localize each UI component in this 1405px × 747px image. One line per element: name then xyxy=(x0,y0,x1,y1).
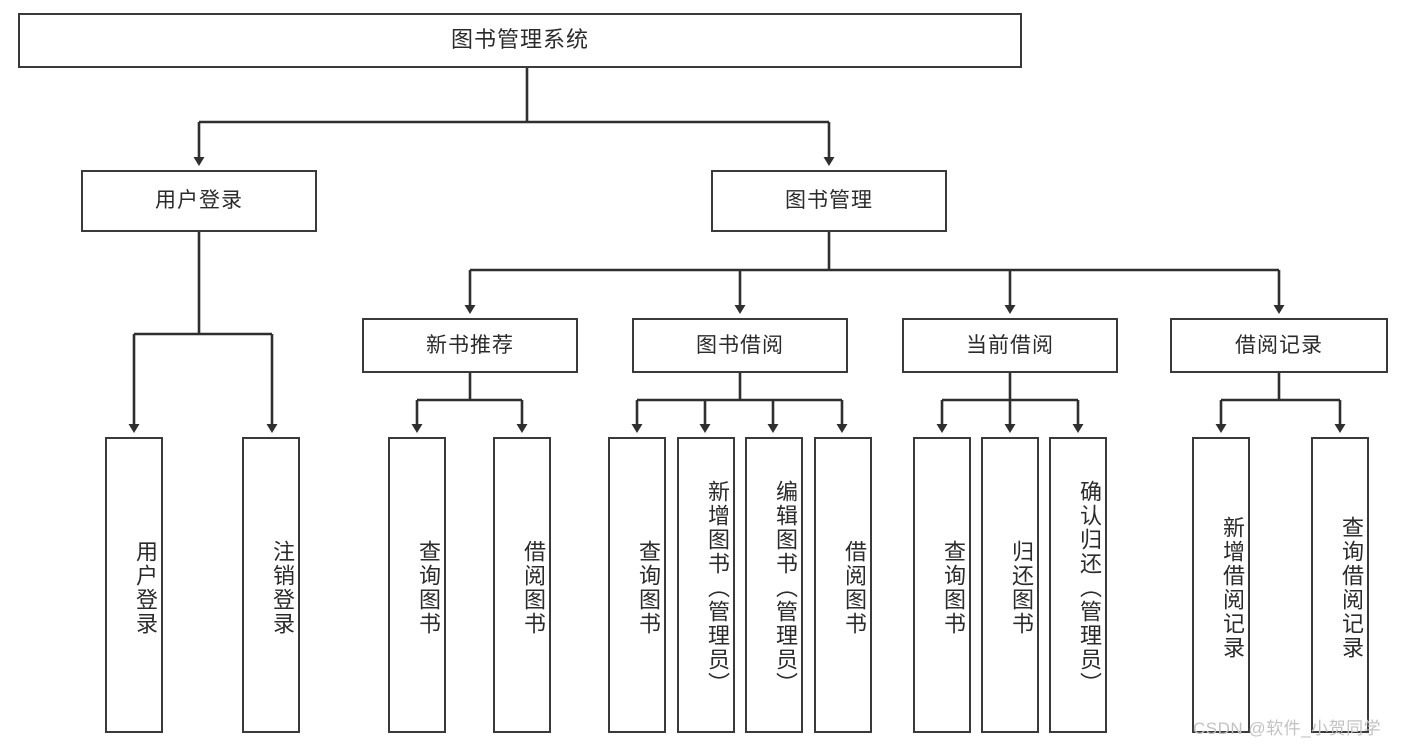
node-book-management[interactable]: 图书管理 xyxy=(711,170,947,232)
node-root-system[interactable]: 图书管理系统 xyxy=(18,13,1022,68)
leaf-edit-book-admin[interactable]: 编辑图书（管理员） xyxy=(745,437,803,733)
leaf-label: 借阅图书 xyxy=(521,540,546,636)
leaf-borrow-book-recommend[interactable]: 借阅图书 xyxy=(493,437,551,733)
leaf-logout[interactable]: 注销登录 xyxy=(242,437,300,733)
leaf-return-book[interactable]: 归还图书 xyxy=(981,437,1039,733)
leaf-label: 查询借阅记录 xyxy=(1339,516,1364,660)
leaf-add-borrow-record[interactable]: 新增借阅记录 xyxy=(1192,437,1250,733)
leaf-label: 查询图书 xyxy=(941,540,966,636)
leaf-query-book-borrow[interactable]: 查询图书 xyxy=(608,437,666,733)
watermark-csdn: CSDN @软件_小贺同学 xyxy=(1193,719,1382,738)
leaf-label: 新增图书（管理员） xyxy=(705,480,730,696)
leaf-label: 确认归还（管理员） xyxy=(1077,480,1102,696)
leaf-label: 编辑图书（管理员） xyxy=(773,480,798,696)
leaf-label: 新增借阅记录 xyxy=(1220,516,1245,660)
leaf-label: 归还图书 xyxy=(1009,540,1034,636)
leaf-confirm-return-admin[interactable]: 确认归还（管理员） xyxy=(1049,437,1107,733)
leaf-label: 注销登录 xyxy=(270,540,295,636)
leaf-query-borrow-record[interactable]: 查询借阅记录 xyxy=(1311,437,1369,733)
leaf-label: 查询图书 xyxy=(416,540,441,636)
leaf-label: 查询图书 xyxy=(636,540,661,636)
node-current-borrow[interactable]: 当前借阅 xyxy=(902,318,1118,373)
node-book-borrow[interactable]: 图书借阅 xyxy=(632,318,848,373)
node-user-login[interactable]: 用户登录 xyxy=(81,170,317,232)
leaf-add-book-admin[interactable]: 新增图书（管理员） xyxy=(677,437,735,733)
leaf-label: 借阅图书 xyxy=(842,540,867,636)
leaf-query-book-current[interactable]: 查询图书 xyxy=(913,437,971,733)
leaf-user-login[interactable]: 用户登录 xyxy=(105,437,163,733)
node-new-book-recommend[interactable]: 新书推荐 xyxy=(362,318,578,373)
leaf-label: 用户登录 xyxy=(133,540,158,636)
leaf-query-book-recommend[interactable]: 查询图书 xyxy=(388,437,446,733)
leaf-borrow-book[interactable]: 借阅图书 xyxy=(814,437,872,733)
node-borrow-record[interactable]: 借阅记录 xyxy=(1170,318,1388,373)
